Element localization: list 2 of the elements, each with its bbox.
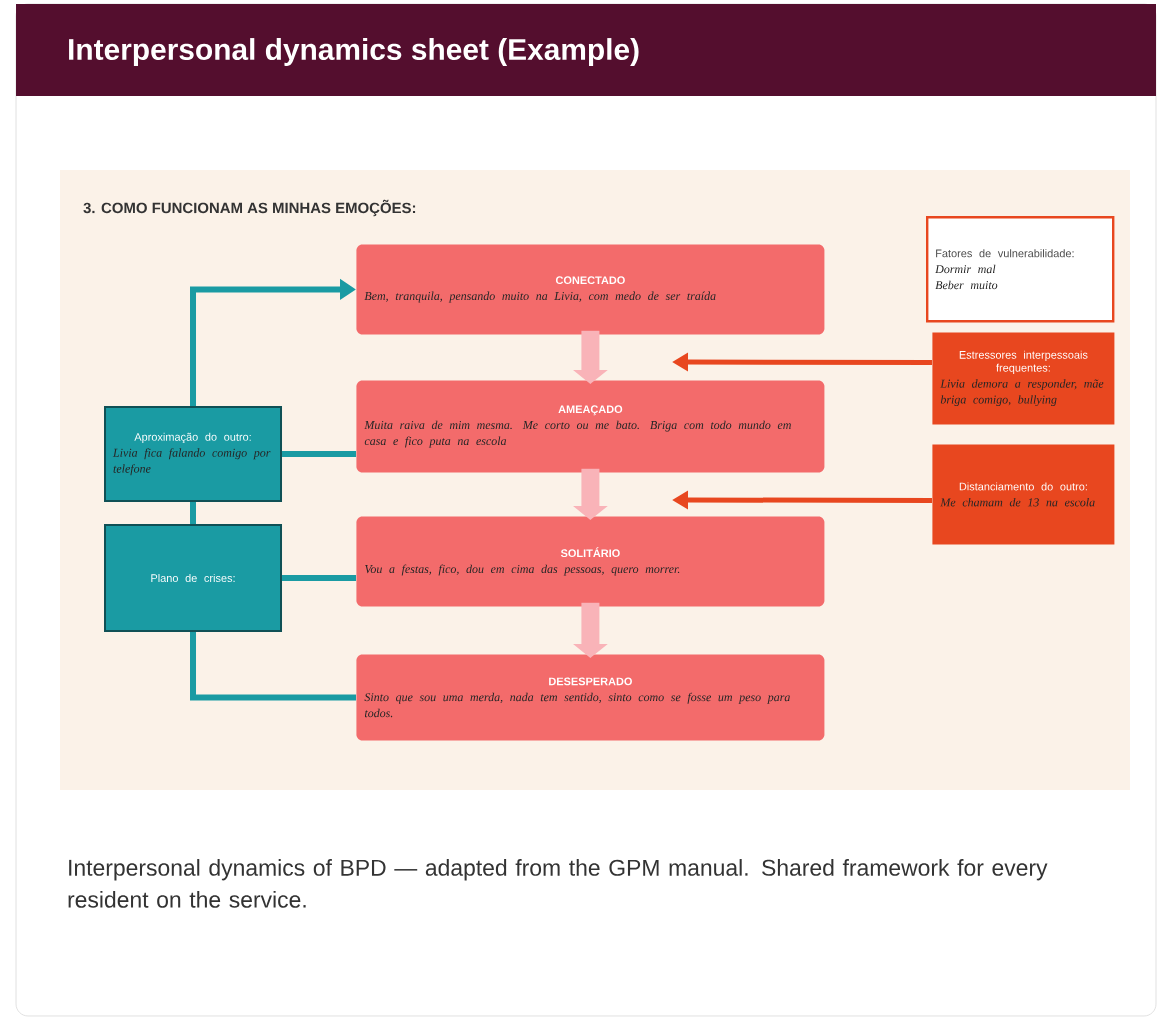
diagram-title: Interpersonal dynamics sheet (Example): [69, 38, 639, 66]
caption: Interpersonal dynamics of BPD — adapted from the GPM manual. Shared framework for every resident on the service.: [68, 859, 1048, 908]
